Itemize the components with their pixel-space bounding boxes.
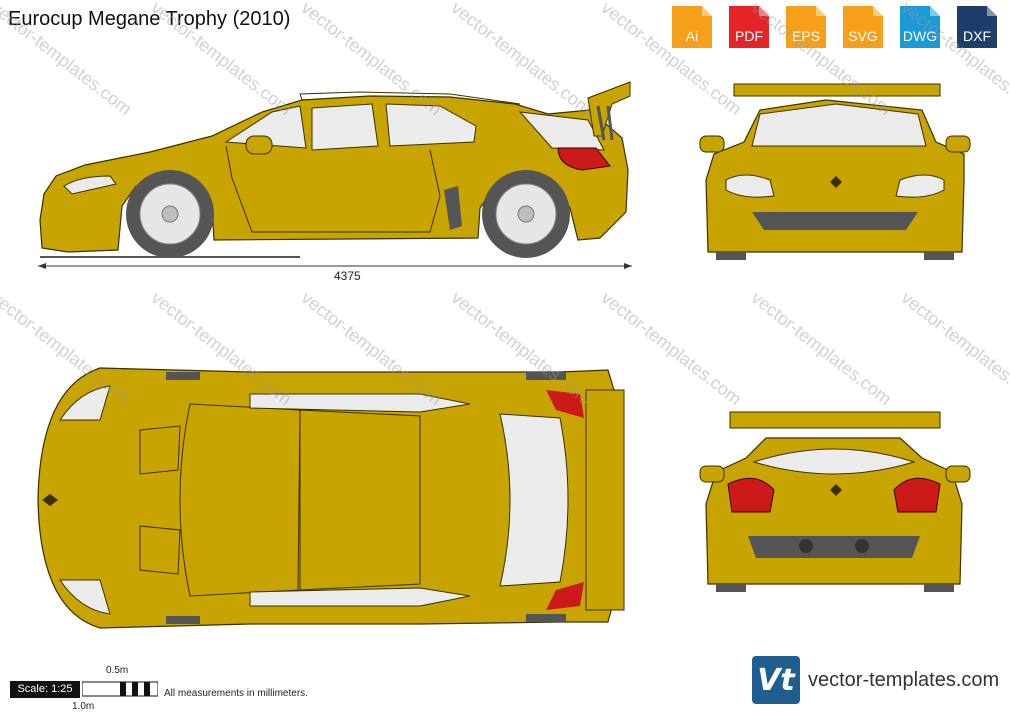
side-wing-strut — [596, 105, 614, 141]
front-mirror-right — [945, 135, 971, 153]
format-label: EPS — [791, 28, 820, 44]
rear-exhaust-right — [855, 539, 869, 553]
top-wing — [585, 389, 625, 611]
rear-wheel-hub — [517, 205, 535, 223]
format-label: Ai — [685, 28, 699, 44]
top-taillight-lower — [546, 582, 584, 610]
top-windshield — [179, 403, 301, 597]
file-icon — [843, 6, 883, 48]
side-windshield — [224, 105, 307, 149]
front-tire-right — [924, 252, 954, 260]
rear-tire-right — [924, 584, 954, 592]
front-view — [699, 83, 971, 260]
rear-mirror-left — [699, 465, 725, 483]
format-dxf-button[interactable]: DXF — [953, 4, 1001, 50]
brand-logo: Vt — [752, 656, 800, 704]
format-svg-button[interactable]: SVG — [839, 4, 887, 50]
top-view — [37, 367, 625, 629]
scale-half-meter-label: 0.5m — [106, 665, 129, 676]
page-title: Eurocup Megane Trophy (2010) — [8, 8, 291, 30]
top-rear-intake-lower — [526, 614, 566, 622]
front-headlight-left — [725, 174, 775, 198]
file-icon — [957, 6, 997, 48]
file-icon — [786, 6, 826, 48]
side-taillight — [557, 147, 611, 171]
format-label: PDF — [735, 28, 763, 44]
scale-bar — [82, 681, 158, 697]
side-headlight — [63, 175, 117, 195]
file-icon — [672, 6, 712, 48]
dimension-arrow-right — [624, 263, 632, 269]
front-wing — [733, 83, 941, 97]
front-wheel-hub — [161, 205, 179, 223]
side-mirror — [245, 135, 273, 155]
top-headlight-upper — [59, 385, 111, 421]
brand-site-name: vector-templates.com — [808, 668, 1000, 691]
format-buttons: Ai PDF EPS SVG DWG DXF — [668, 4, 1001, 50]
rear-tire-left — [716, 584, 746, 592]
top-side-window-upper — [249, 393, 471, 413]
front-windshield — [751, 103, 927, 147]
top-rear-intake-upper — [526, 372, 566, 380]
format-dwg-button[interactable]: DWG — [896, 4, 944, 50]
length-dimension-label: 4375 — [334, 269, 361, 283]
front-headlight-right — [895, 174, 945, 198]
top-intake-upper — [166, 372, 200, 380]
rear-exhaust-left — [799, 539, 813, 553]
rear-diffuser — [748, 536, 920, 558]
measurements-note: All measurements in millimeters. — [164, 688, 308, 699]
side-intake — [444, 186, 462, 230]
rear-mirror-right — [945, 465, 971, 483]
file-icon — [729, 6, 769, 48]
scale-one-meter-label: 1.0m — [72, 701, 95, 712]
top-hood-vent-upper — [139, 425, 181, 475]
top-rear-glass — [499, 413, 569, 587]
format-eps-button[interactable]: EPS — [782, 4, 830, 50]
top-intake-lower — [166, 616, 200, 624]
rear-taillight-left — [727, 477, 775, 513]
rear-logo — [830, 484, 842, 496]
brand-link[interactable]: Vt vector-templates.com — [752, 656, 999, 704]
dimension-arrow-left — [38, 263, 46, 269]
format-ai-button[interactable]: Ai — [668, 4, 716, 50]
format-label: SVG — [848, 28, 878, 44]
rear-taillight-right — [893, 477, 941, 513]
rear-wing — [729, 411, 941, 429]
front-grille — [752, 212, 918, 230]
top-side-window-lower — [249, 587, 471, 607]
side-view — [38, 81, 632, 269]
scale-label: Scale: 1:25 — [10, 681, 80, 698]
rear-glass — [752, 448, 916, 475]
file-icon — [900, 6, 940, 48]
format-pdf-button[interactable]: PDF — [725, 4, 773, 50]
top-taillight-upper — [546, 390, 584, 418]
side-rear-glass — [518, 111, 605, 151]
side-rear-window — [385, 103, 477, 147]
format-label: DXF — [963, 28, 991, 44]
top-hood-vent-lower — [139, 525, 181, 575]
side-roof-line — [299, 91, 521, 105]
side-window — [311, 103, 379, 151]
top-logo — [42, 494, 58, 506]
top-headlight-lower — [59, 579, 111, 615]
front-logo — [830, 176, 842, 188]
front-tire-left — [716, 252, 746, 260]
front-mirror-left — [699, 135, 725, 153]
rear-view — [699, 411, 971, 592]
top-roof — [299, 409, 421, 591]
side-door-line — [225, 145, 441, 233]
format-label: DWG — [902, 28, 938, 44]
